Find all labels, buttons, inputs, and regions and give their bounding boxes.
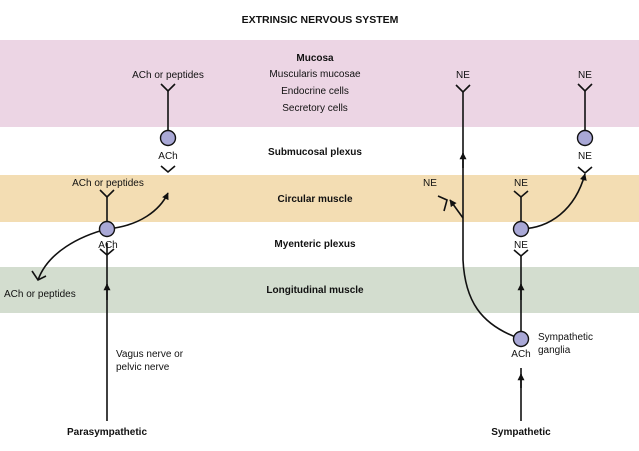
circular-ending-symp-left <box>437 195 448 212</box>
myenteric-neuron-para <box>98 220 116 238</box>
circular-ending-para <box>99 189 115 199</box>
sympathetic-title: Sympathetic <box>491 427 551 438</box>
para-submucosal-ach-label: ACh <box>158 151 178 162</box>
circular-ending-symp-mid <box>513 190 529 199</box>
mucosa-band <box>0 40 639 127</box>
ganglia-label-line-2: ganglia <box>538 345 571 356</box>
longitudinal-muscle-label: Longitudinal muscle <box>266 285 364 296</box>
symp-myenteric-ne: NE <box>514 240 528 251</box>
submucosal-ending-symp <box>577 166 593 175</box>
mucosa-line-3: Secretory cells <box>282 103 348 114</box>
sympathetic-ganglion-neuron <box>512 330 530 348</box>
symp-circular-ne-left: NE <box>423 178 437 189</box>
vagus-label-line-1: Vagus nerve or <box>116 349 184 360</box>
submucosal-plexus-label: Submucosal plexus <box>268 147 362 158</box>
mucosa-ending-symp-right <box>577 83 593 93</box>
submucosal-neuron-para <box>159 129 177 147</box>
mucosa-line-1: Muscularis mucosae <box>269 69 361 80</box>
mucosa-title: Mucosa <box>296 53 334 64</box>
myenteric-to-submucosal-axon-symp <box>520 173 587 230</box>
ganglia-label-line-1: Sympathetic <box>538 332 594 343</box>
myenteric-ending-symp <box>513 249 529 258</box>
diagram-title: EXTRINSIC NERVOUS SYSTEM <box>241 14 399 26</box>
myenteric-to-submucosal-axon <box>106 192 169 230</box>
ganglion-to-mucosa-axon <box>462 92 522 340</box>
mucosa-line-2: Endocrine cells <box>281 86 349 97</box>
parasympathetic-title: Parasympathetic <box>66 427 148 438</box>
myenteric-neuron-symp <box>512 220 530 238</box>
symp-submucosal-ne: NE <box>578 151 592 162</box>
para-longitudinal-label: ACh or peptides <box>4 289 76 300</box>
para-circular-label: ACh or peptides <box>72 178 144 189</box>
para-mucosa-label: ACh or peptides <box>132 70 204 81</box>
circular-branch-axon <box>449 199 464 219</box>
myenteric-plexus-label: Myenteric plexus <box>274 239 356 250</box>
myenteric-to-longitudinal-axon <box>37 228 108 281</box>
symp-mucosa-ne-right: NE <box>578 70 592 81</box>
circular-muscle-label: Circular muscle <box>277 194 353 205</box>
submucosal-neuron-symp <box>576 129 594 147</box>
symp-mucosa-ne-left: NE <box>456 70 470 81</box>
symp-circular-ne-mid: NE <box>514 178 528 189</box>
symp-ganglion-ach: ACh <box>511 349 531 360</box>
longitudinal-ending-para <box>31 270 47 282</box>
mucosa-ending-symp-left <box>455 84 471 94</box>
para-myenteric-ach-label: ACh <box>98 240 118 251</box>
mucosa-ending-para <box>160 83 176 93</box>
submucosal-ending-para <box>160 165 176 174</box>
myenteric-ending-para <box>99 248 115 257</box>
vagus-label-line-2: pelvic nerve <box>116 362 170 373</box>
